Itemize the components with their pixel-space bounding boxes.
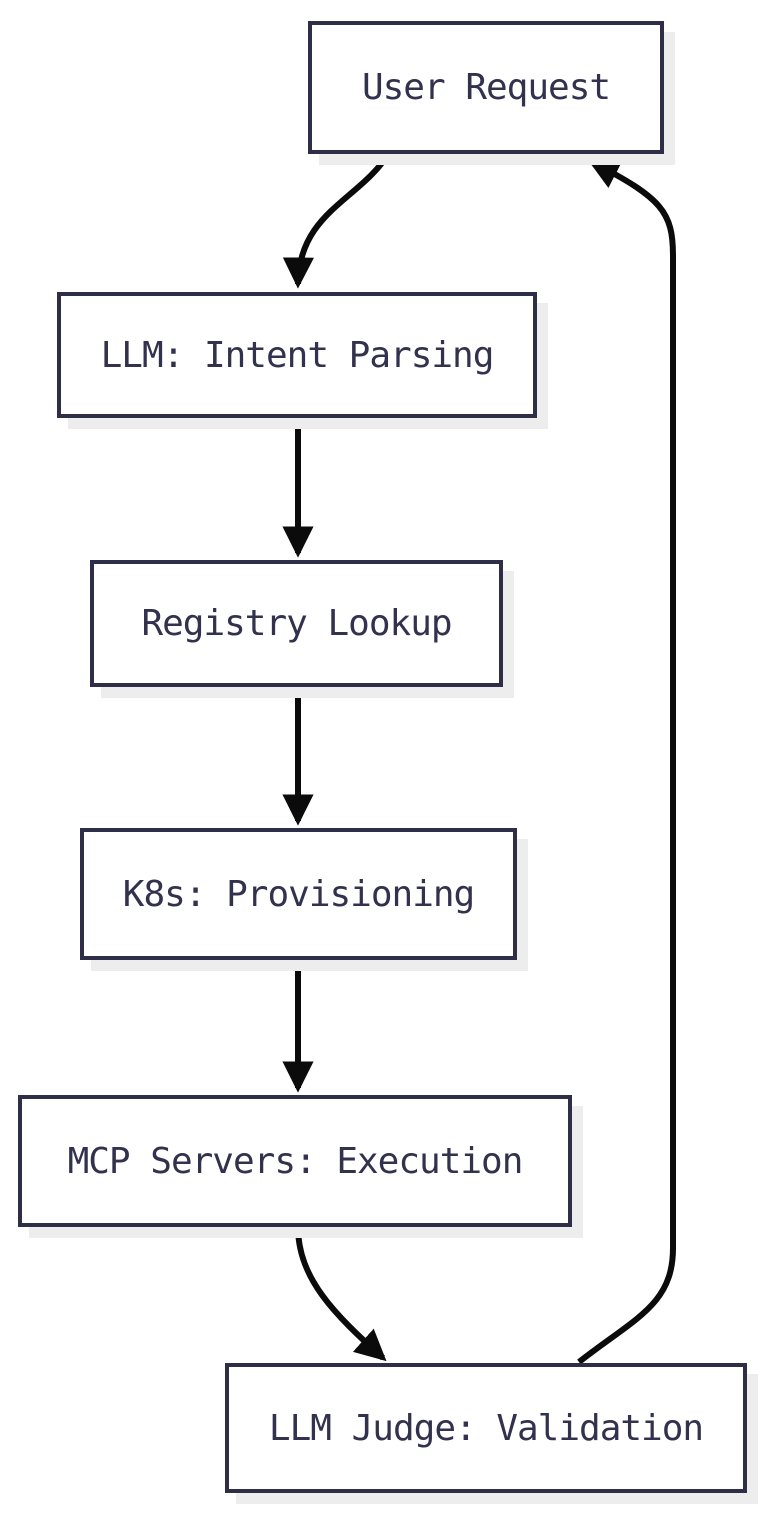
- node-llm-judge: LLM Judge: Validation: [225, 1363, 747, 1493]
- node-mcp-execution-label: MCP Servers: Execution: [67, 1140, 524, 1182]
- edge-mcp-execution-to-llm-judge: [295, 1226, 387, 1362]
- node-llm-judge-label: LLM Judge: Validation: [268, 1407, 704, 1449]
- node-k8s-provisioning: K8s: Provisioning: [80, 828, 517, 960]
- node-mcp-execution: MCP Servers: Execution: [18, 1095, 572, 1227]
- edge-user-request-to-intent-parsing: [282, 151, 392, 289]
- node-intent-parsing-label: LLM: Intent Parsing: [100, 334, 495, 376]
- node-registry-lookup-label: Registry Lookup: [141, 603, 452, 644]
- node-registry-lookup: Registry Lookup: [90, 560, 503, 687]
- edge-llm-judge-to-user-request: [577, 159, 676, 1365]
- node-user-request-label: User Request: [361, 67, 611, 108]
- node-k8s-provisioning-label: K8s: Provisioning: [122, 873, 475, 915]
- node-intent-parsing: LLM: Intent Parsing: [57, 292, 537, 418]
- node-user-request: User Request: [308, 21, 664, 154]
